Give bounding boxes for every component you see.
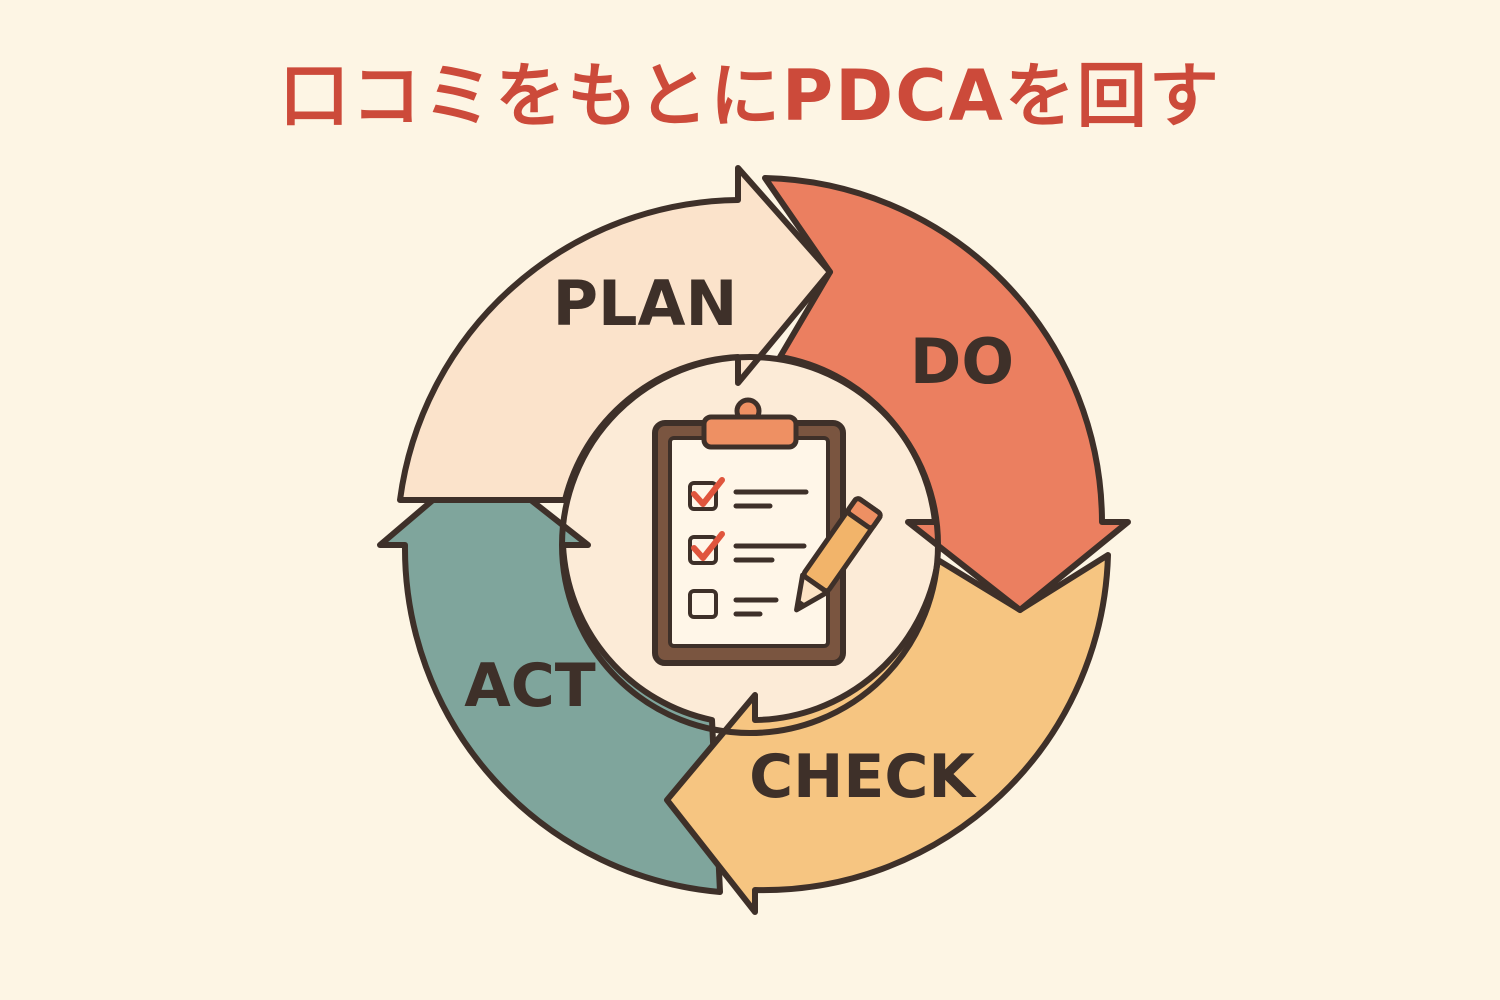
check-mark-icon bbox=[691, 531, 725, 561]
do-label: DO bbox=[910, 325, 1014, 398]
check-arrow bbox=[664, 552, 1111, 915]
checkbox-checked bbox=[688, 481, 718, 511]
clipboard-clip bbox=[701, 414, 799, 450]
act-label: ACT bbox=[464, 651, 595, 721]
page-title: 口コミをもとにPDCAを回す bbox=[279, 55, 1221, 137]
center-disc-outline bbox=[559, 354, 941, 736]
plan-label: PLAN bbox=[553, 267, 738, 340]
checkbox-empty bbox=[688, 589, 718, 619]
act-arrow bbox=[377, 457, 723, 895]
pencil-icon bbox=[794, 496, 883, 613]
clipboard-checklist-icon bbox=[652, 397, 883, 666]
check-label: CHECK bbox=[749, 742, 977, 812]
checkbox-checked bbox=[688, 535, 718, 565]
check-mark-icon bbox=[691, 477, 725, 507]
